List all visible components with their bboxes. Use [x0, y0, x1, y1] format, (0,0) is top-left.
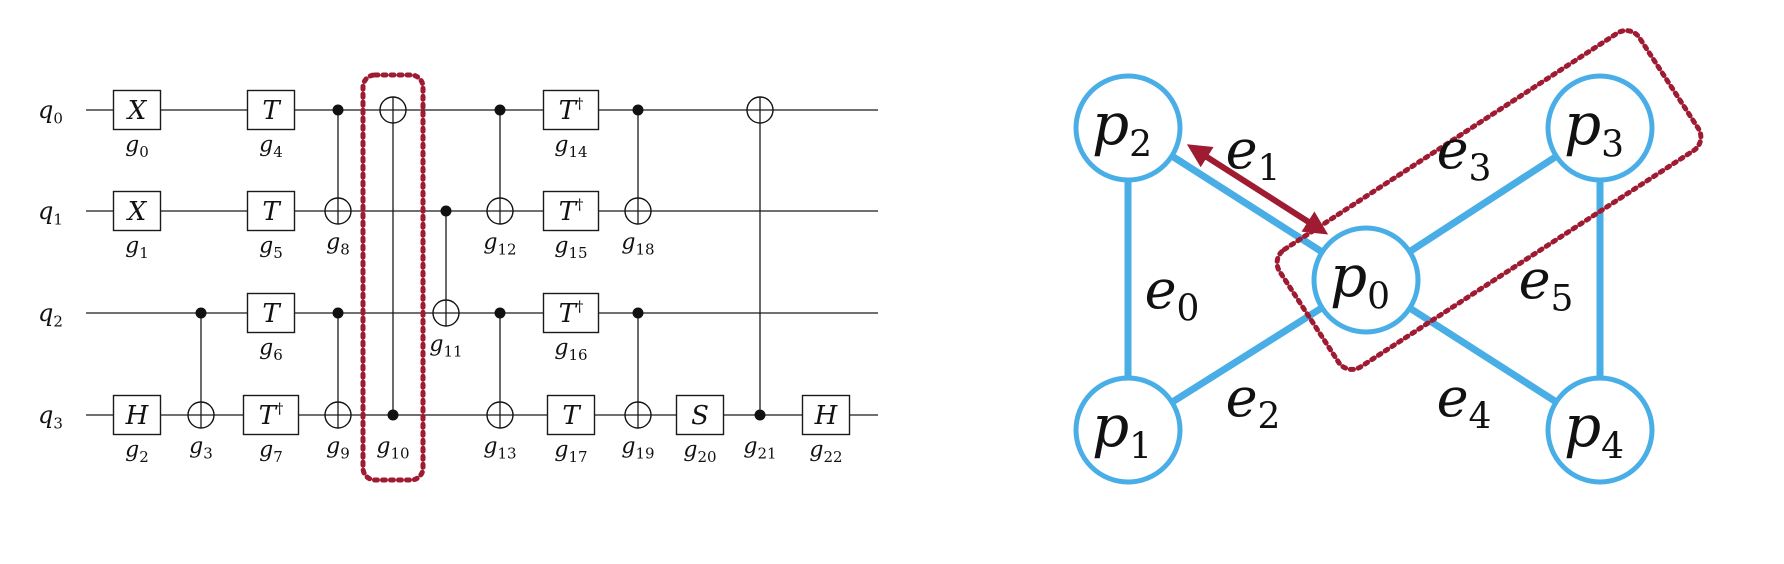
gate-g2-box: [112, 394, 162, 436]
node-p0: [1311, 225, 1421, 335]
gate-g14-label: g14: [554, 133, 587, 161]
gate-g16-symbol: T†: [559, 298, 584, 330]
qubit-label-2: q2: [38, 299, 63, 330]
gate-g22-label: g22: [809, 438, 842, 466]
gate-g10-label: g10: [376, 434, 409, 462]
gate-g2-symbol: H: [125, 401, 150, 431]
edge-e0-label: e0: [1145, 258, 1200, 330]
node-p3: [1545, 73, 1655, 183]
gate-g10-control-dot: [387, 409, 399, 421]
gate-g9-label: g9: [326, 434, 350, 462]
gate-g0-label: g0: [125, 133, 149, 161]
node-p4: [1545, 375, 1655, 485]
gate-g16-box: [542, 292, 600, 334]
gate-g15-label: g15: [554, 234, 587, 262]
gate-g4-label: g4: [259, 133, 283, 161]
gate-g18-label: g18: [621, 230, 654, 258]
gate-g3-label: g3: [189, 434, 213, 462]
edge-e5-label: e5: [1519, 248, 1574, 320]
gate-g17-symbol: T: [562, 401, 581, 431]
gate-g6-symbol: T: [262, 299, 281, 329]
gate-g3-control-dot: [195, 307, 207, 319]
node-p0-label: p0: [1330, 242, 1390, 318]
highlight-g10: [360, 72, 426, 483]
gate-g21-label: g21: [743, 434, 776, 462]
gate-g6-box: [246, 292, 296, 334]
gate-g20-label: g20: [683, 438, 716, 466]
highlight-p0-p3: [1274, 28, 1704, 372]
edge-e2-label: e2: [1226, 366, 1281, 438]
gate-g15-box: [542, 190, 600, 232]
gate-g18-control-dot: [632, 104, 644, 116]
gate-g11-label: g11: [429, 332, 462, 360]
gate-g17-label: g17: [554, 438, 587, 466]
gate-g11-control-dot: [440, 205, 452, 217]
gate-g15-symbol: T†: [559, 196, 584, 228]
gate-g8-control-dot: [332, 104, 344, 116]
gate-g7-box: [242, 394, 300, 436]
gate-g1-label: g1: [125, 234, 149, 262]
edge-e3-label: e3: [1437, 118, 1492, 190]
gate-g4-symbol: T: [262, 96, 281, 126]
gate-g1-box: [112, 190, 162, 232]
edge-e1-label: e1: [1226, 118, 1281, 190]
gate-g5-symbol: T: [262, 197, 281, 227]
gate-g22-box: [801, 394, 851, 436]
edge-e4-label: e4: [1437, 366, 1492, 438]
gate-g22-symbol: H: [814, 401, 839, 431]
gate-g13-control-dot: [494, 307, 506, 319]
node-p4-label: p4: [1564, 392, 1624, 468]
gate-g19-control-dot: [632, 307, 644, 319]
gate-g19-label: g19: [621, 434, 654, 462]
gate-g0-box: [112, 89, 162, 131]
gate-g7-label: g7: [259, 438, 283, 466]
gate-g1-symbol: X: [126, 197, 148, 227]
gate-g20-symbol: S: [691, 401, 709, 431]
gate-g16-label: g16: [554, 336, 587, 364]
node-p1: [1073, 375, 1183, 485]
gate-g14-box: [542, 89, 600, 131]
gate-g8-label: g8: [326, 230, 350, 258]
gate-g14-symbol: T†: [559, 95, 584, 127]
gate-g7-symbol: T†: [259, 400, 284, 432]
gate-g13-label: g13: [483, 434, 516, 462]
node-p2: [1073, 73, 1183, 183]
gate-g12-label: g12: [483, 230, 516, 258]
gate-g0-symbol: X: [126, 96, 148, 126]
gate-g5-box: [246, 190, 296, 232]
gate-g12-control-dot: [494, 104, 506, 116]
gate-g6-label: g6: [259, 336, 283, 364]
gate-g5-label: g5: [259, 234, 283, 262]
gate-g17-box: [546, 394, 596, 436]
qubit-label-1: q1: [38, 197, 63, 228]
qubit-label-0: q0: [38, 96, 63, 127]
qubit-label-3: q3: [38, 401, 63, 432]
gate-g20-box: [675, 394, 725, 436]
gate-g9-control-dot: [332, 307, 344, 319]
swap-arrow: [1186, 144, 1329, 235]
gate-g2-label: g2: [125, 438, 149, 466]
node-p3-label: p3: [1564, 90, 1624, 166]
gate-g21-control-dot: [754, 409, 766, 421]
coupling-graph: p0 p1 p2 p3 p4 e0 e1 e2 e3 e4 e5: [1073, 28, 1704, 485]
node-p1-label: p1: [1092, 392, 1152, 468]
gate-g4-box: [246, 89, 296, 131]
node-p2-label: p2: [1092, 90, 1152, 166]
